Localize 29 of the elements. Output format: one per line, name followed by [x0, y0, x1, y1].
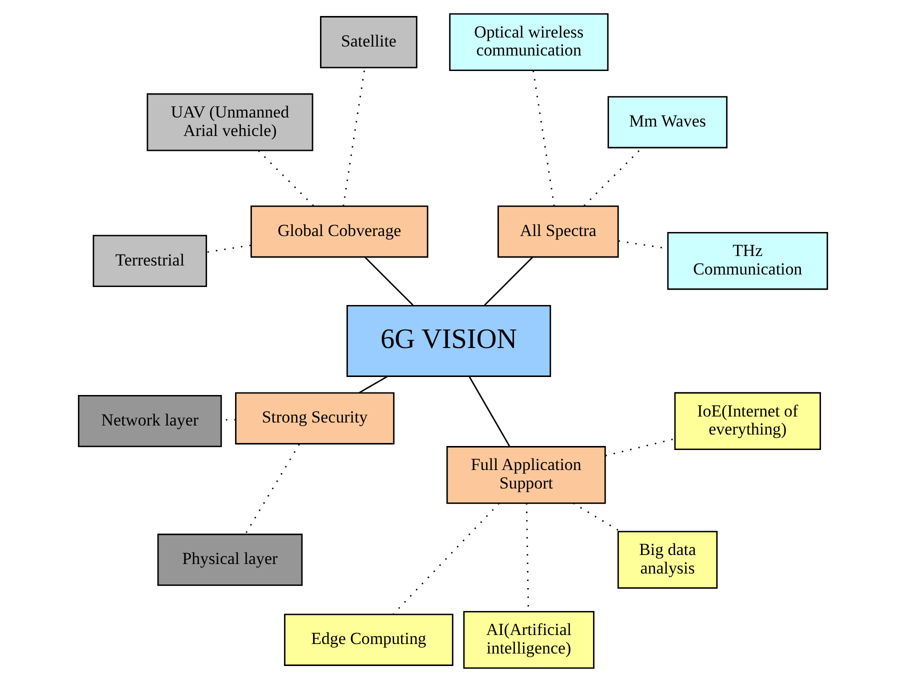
connector [392, 502, 500, 615]
node-box: AI(Artificial intelligence) [462, 610, 594, 669]
connector [342, 68, 365, 206]
node-box: Mm Waves [607, 96, 728, 148]
node-box: Big data analysis [616, 530, 718, 589]
node-box: Edge Computing [284, 614, 453, 666]
node-box: Satellite [320, 16, 417, 68]
node-box: All Spectra [496, 206, 618, 258]
connector [364, 256, 413, 306]
connector [532, 70, 554, 206]
node-box: THz Communication [666, 232, 828, 290]
node-box: 6G VISION [346, 305, 551, 377]
node-box: IoE(Internet of everything) [674, 392, 820, 450]
node-box: Strong Security [234, 392, 394, 444]
connector [358, 376, 388, 394]
node-box: Network layer [77, 394, 222, 448]
connector [257, 150, 314, 206]
node-box: Terrestrial [92, 234, 207, 288]
node-box: Physical layer [156, 534, 302, 586]
connector [468, 376, 510, 447]
connector [484, 256, 533, 306]
node-box: Global Cobverage [250, 206, 428, 258]
connector [244, 444, 300, 534]
connector [206, 244, 250, 253]
connector [572, 502, 620, 532]
node-box: UAV (Unmanned Arial vehicle) [146, 93, 313, 152]
node-box: Full Application Support [446, 446, 606, 504]
node-box: Optical wireless communication [448, 13, 608, 72]
connector [604, 438, 674, 456]
